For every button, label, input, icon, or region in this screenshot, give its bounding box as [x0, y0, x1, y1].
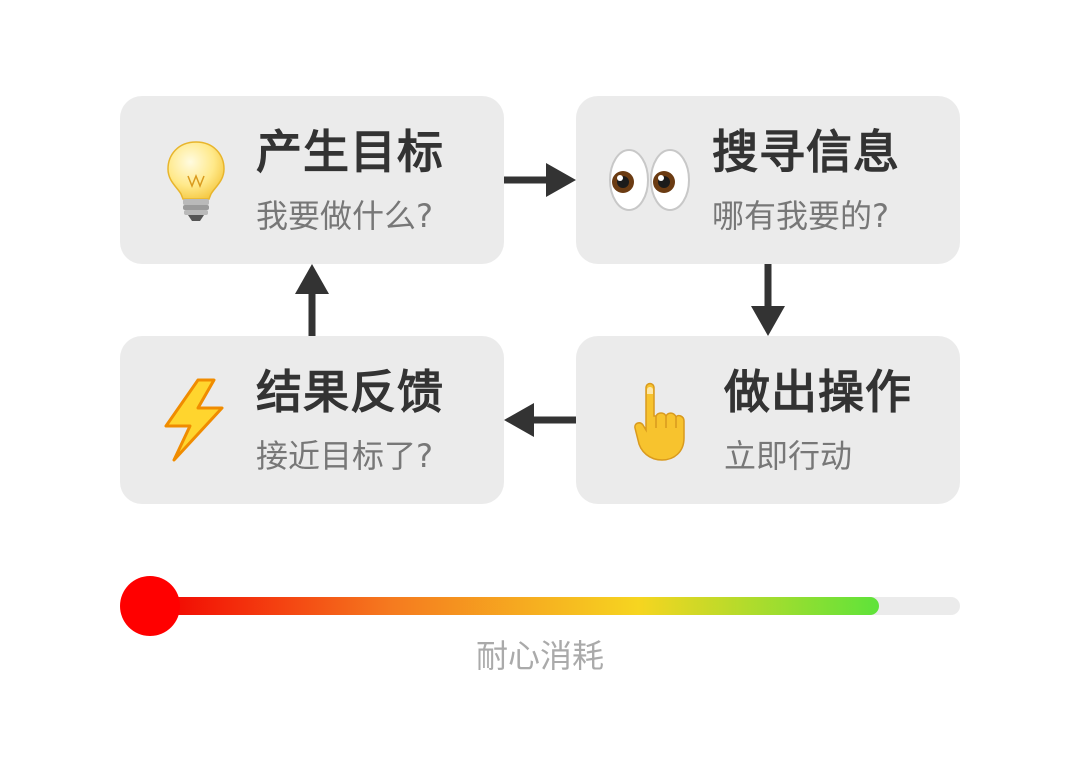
- step-subtitle: 哪有我要的?: [712, 197, 889, 235]
- step-card-search-info: 搜寻信息 哪有我要的?: [576, 96, 960, 264]
- patience-meter-track: [150, 597, 960, 615]
- patience-meter-knob: [120, 576, 180, 636]
- step-card-result-feedback: 结果反馈 接近目标了?: [120, 336, 504, 504]
- patience-meter-fill: [150, 597, 879, 615]
- step-subtitle: 我要做什么?: [256, 197, 433, 235]
- step-title: 结果反馈: [256, 365, 444, 419]
- arrow-search-to-action: [751, 264, 785, 336]
- arrow-feedback-to-goal: [295, 264, 329, 336]
- step-subtitle: 接近目标了?: [256, 437, 433, 475]
- pointing-finger-icon: [634, 382, 685, 461]
- light-bulb-icon: [167, 141, 225, 221]
- eyes-icon: [609, 149, 690, 211]
- step-card-take-action: 做出操作 立即行动: [576, 336, 960, 504]
- step-title: 搜寻信息: [712, 125, 900, 179]
- step-subtitle: 立即行动: [724, 437, 853, 475]
- patience-meter-label: 耐心消耗: [475, 637, 604, 675]
- lightning-icon: [164, 378, 224, 462]
- step-title: 产生目标: [256, 125, 444, 179]
- arrow-goal-to-search: [504, 163, 576, 197]
- arrow-action-to-feedback: [504, 403, 576, 437]
- step-card-generate-goal: 产生目标 我要做什么?: [120, 96, 504, 264]
- step-title: 做出操作: [724, 365, 912, 419]
